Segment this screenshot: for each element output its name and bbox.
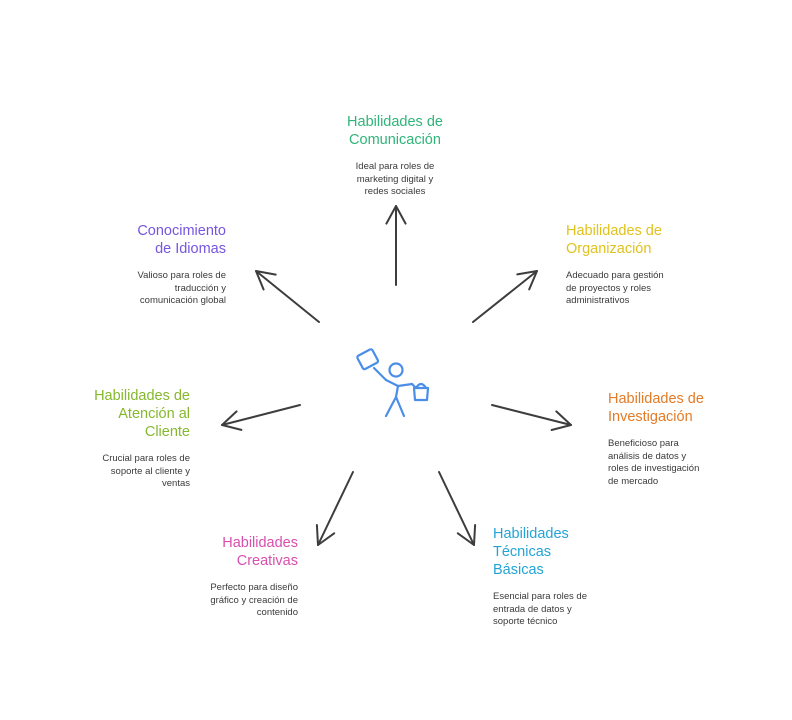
node-title: Habilidades de Comunicación	[347, 114, 443, 148]
node-investigacion: Habilidades de Investigación Beneficioso…	[608, 390, 778, 488]
node-title: Habilidades Técnicas Básicas	[493, 526, 569, 578]
arrow-head-icon	[221, 410, 243, 431]
node-description: Beneficioso para análisis de datos y rol…	[608, 438, 700, 487]
arrow-head-icon	[315, 524, 336, 546]
node-creativas: Habilidades Creativas Perfecto para dise…	[160, 534, 298, 620]
node-description: Perfecto para diseño gráfico y creación …	[210, 582, 298, 618]
node-tecnicas: Habilidades Técnicas Básicas Esencial pa…	[493, 525, 663, 629]
flag-icon	[356, 348, 380, 371]
arrow-line-creativas	[317, 471, 354, 546]
arrow-head-icon	[255, 270, 277, 291]
node-description: Crucial para roles de soporte al cliente…	[102, 453, 190, 489]
node-atencion: Habilidades de Atención al Cliente Cruci…	[40, 387, 190, 491]
person-head-icon	[388, 362, 404, 378]
arrows-group	[221, 205, 572, 546]
arrow-head-icon	[385, 205, 407, 225]
node-title: Habilidades de Organización	[566, 223, 662, 257]
node-idiomas: Conocimiento de Idiomas Valioso para rol…	[100, 222, 226, 308]
arrow-line-tecnicas	[438, 471, 475, 546]
node-description: Esencial para roles de entrada de datos …	[493, 591, 587, 627]
arrow-line-investigacion	[491, 404, 572, 426]
node-title: Conocimiento de Idiomas	[137, 223, 226, 257]
arrow-line-atencion	[221, 404, 301, 426]
flag-pole-line	[372, 366, 388, 382]
arrow-line-organizacion	[472, 270, 538, 323]
person-body-icon	[384, 378, 414, 418]
arrow-line-idiomas	[255, 270, 320, 323]
node-comunicacion: Habilidades de Comunicación Ideal para r…	[320, 113, 470, 199]
node-description: Adecuado para gestión de proyectos y rol…	[566, 270, 664, 306]
arrow-head-icon	[456, 524, 477, 546]
node-description: Ideal para roles de marketing digital y …	[355, 161, 435, 197]
node-title: Habilidades de Atención al Cliente	[94, 388, 190, 440]
node-organizacion: Habilidades de Organización Adecuado par…	[566, 222, 736, 308]
arrow-head-icon	[516, 270, 538, 291]
node-title: Habilidades de Investigación	[608, 391, 704, 425]
bucket-icon	[410, 382, 430, 402]
center-figure-icon	[356, 348, 430, 418]
node-description: Valioso para roles de traducción y comun…	[137, 270, 226, 306]
arrow-head-icon	[550, 410, 572, 431]
node-title: Habilidades Creativas	[222, 535, 298, 569]
